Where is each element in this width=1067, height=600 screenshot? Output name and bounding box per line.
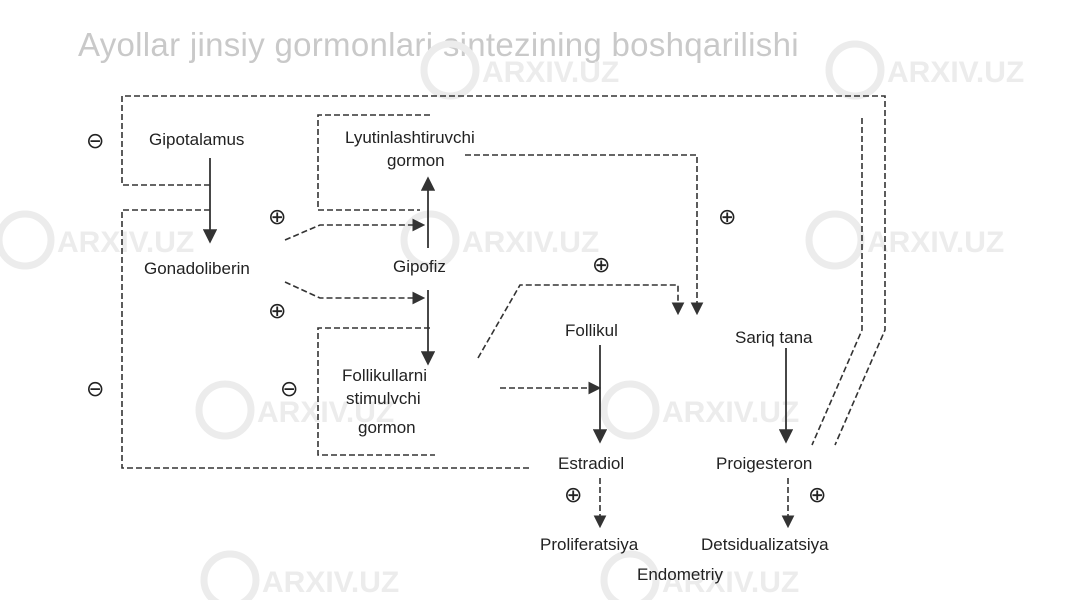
watermark-2: ARXIV.UZ xyxy=(825,40,1024,100)
lh-to-corpus-luteum xyxy=(465,154,704,316)
node-progesteron: Proigesteron xyxy=(716,454,812,473)
watermark-8: ARXIV.UZ xyxy=(200,550,399,600)
node-detsidualizatsiya: Detsidualizatsiya xyxy=(701,535,829,554)
node-gipofiz: Gipofiz xyxy=(393,257,446,276)
node-sariq-tana: Sariq tana xyxy=(735,328,813,347)
svg-text:ARXIV.UZ: ARXIV.UZ xyxy=(262,566,399,599)
plus-sign-estradiol: ⊕ xyxy=(564,483,582,508)
watermark-layer: ARXIV.UZ ARXIV.UZ ARXIV.UZ ARXIV.UZ ARXI… xyxy=(0,40,1024,600)
watermark-7: ARXIV.UZ xyxy=(600,380,799,440)
gonadoliberin-to-gipofiz-1 xyxy=(284,218,426,241)
feedback-lh-loop xyxy=(317,114,430,211)
svg-text:ARXIV.UZ: ARXIV.UZ xyxy=(462,226,599,259)
feedback-top-loop-inner xyxy=(811,118,863,446)
fsh-loop xyxy=(317,327,435,456)
gonadoliberin-to-gipofiz-2 xyxy=(284,281,426,305)
plus-sign-progesteron: ⊕ xyxy=(808,483,826,508)
node-gipotalamus: Gipotalamus xyxy=(149,130,244,149)
plus-sign-sariq-tana: ⊕ xyxy=(718,205,736,230)
plus-sign-follikul: ⊕ xyxy=(592,253,610,278)
minus-sign-left: ⊖ xyxy=(86,377,104,402)
svg-text:ARXIV.UZ: ARXIV.UZ xyxy=(662,396,799,429)
node-proliferatsiya: Proliferatsiya xyxy=(540,535,639,554)
node-endometriy: Endometriy xyxy=(637,565,723,584)
node-estradiol: Estradiol xyxy=(558,454,624,473)
plus-sign-fsh: ⊕ xyxy=(268,299,286,324)
svg-text:ARXIV.UZ: ARXIV.UZ xyxy=(662,566,799,599)
svg-text:ARXIV.UZ: ARXIV.UZ xyxy=(867,226,1004,259)
watermark-6: ARXIV.UZ xyxy=(195,380,394,440)
feedback-top-loop xyxy=(121,95,886,446)
connectors xyxy=(121,95,886,529)
node-fsh-line-2: stimulvchi xyxy=(346,389,421,408)
gonadoliberin-feedback xyxy=(121,209,530,469)
svg-text:ARXIV.UZ: ARXIV.UZ xyxy=(482,56,619,89)
minus-sign-gipotalamus: ⊖ xyxy=(86,129,104,154)
watermark-4: ARXIV.UZ xyxy=(400,210,599,270)
node-follikul: Follikul xyxy=(565,321,618,340)
fsh-to-follikul xyxy=(477,284,685,359)
node-fsh-line-3: gormon xyxy=(358,418,416,437)
svg-text:ARXIV.UZ: ARXIV.UZ xyxy=(257,396,394,429)
svg-text:ARXIV.UZ: ARXIV.UZ xyxy=(57,226,194,259)
node-gonadoliberin: Gonadoliberin xyxy=(144,259,250,278)
watermark-1: ARXIV.UZ xyxy=(420,40,619,100)
node-fsh-line-1: Follikullarni xyxy=(342,366,427,385)
node-lyutin-line-1: Lyutinlashtiruvchi xyxy=(345,128,475,147)
watermark-9: ARXIV.UZ xyxy=(600,550,799,600)
minus-sign-fsh: ⊖ xyxy=(280,377,298,402)
svg-text:ARXIV.UZ: ARXIV.UZ xyxy=(887,56,1024,89)
plus-sign-lh: ⊕ xyxy=(268,205,286,230)
watermark-3: ARXIV.UZ xyxy=(0,210,194,270)
node-lyutin-line-2: gormon xyxy=(387,151,445,170)
watermark-5: ARXIV.UZ xyxy=(805,210,1004,270)
